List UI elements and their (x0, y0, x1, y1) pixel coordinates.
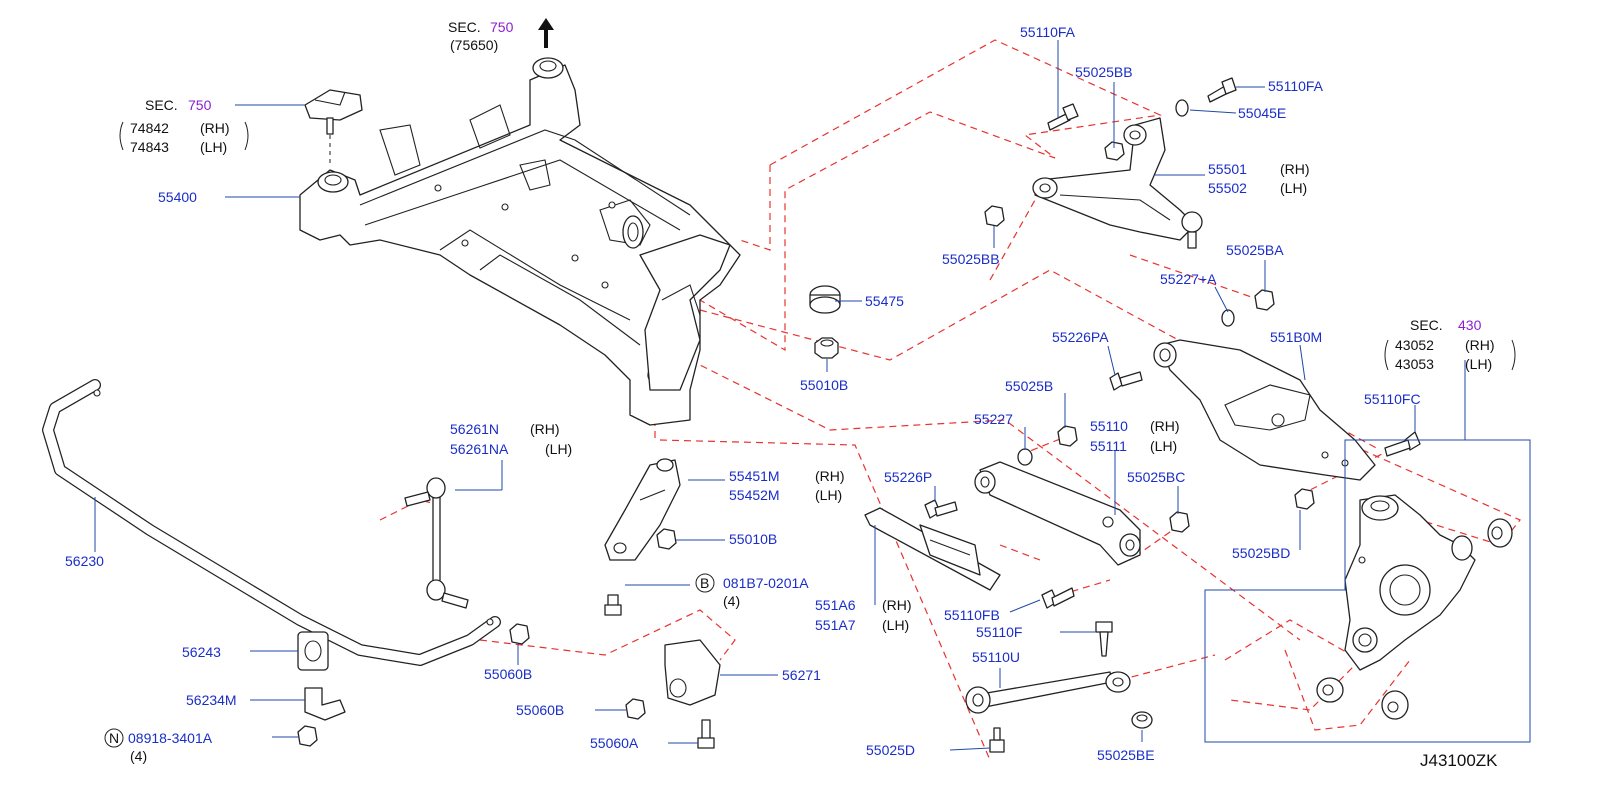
side-label: (LH) (200, 139, 227, 155)
quantity-label: (4) (130, 748, 147, 764)
stabilizer-link (404, 477, 469, 609)
part-number[interactable]: 55010B (729, 531, 777, 547)
section-prefix: SEC. (1410, 317, 1443, 333)
circle-b-icon (695, 573, 715, 593)
circle-b-label: B (700, 575, 709, 591)
part-number[interactable]: 081B7-0201A (723, 575, 809, 591)
section-ref[interactable]: 750 (490, 19, 514, 35)
part-number[interactable]: 56230 (65, 553, 104, 569)
part-number[interactable]: 55060B (484, 666, 532, 682)
diagram-code: J43100ZK (1420, 751, 1498, 770)
side-label: (RH) (200, 120, 230, 136)
section-ref[interactable]: 750 (188, 97, 212, 113)
rear-subframe (299, 57, 741, 426)
side-label: (RH) (1465, 337, 1495, 353)
leader-lines (94, 40, 1416, 751)
part-number[interactable]: 56234M (186, 692, 237, 708)
mount-bracket (304, 89, 363, 165)
circle-n-icon (104, 728, 124, 748)
bushing-knuckle-a (1487, 518, 1513, 548)
part-number[interactable]: 43053 (1395, 356, 1434, 372)
side-label: (RH) (882, 597, 912, 613)
part-number[interactable]: 08918-3401A (128, 730, 213, 746)
side-label: (LH) (545, 441, 572, 457)
part-number[interactable]: 55025BE (1097, 747, 1155, 763)
part-number[interactable]: 55025B (1005, 378, 1053, 394)
part-number[interactable]: 55010B (800, 377, 848, 393)
part-number[interactable]: 56261N (450, 421, 499, 437)
stabilizer-bar (42, 379, 501, 666)
part-number[interactable]: 74843 (130, 139, 169, 155)
side-label: (RH) (815, 468, 845, 484)
part-number[interactable]: 551A7 (815, 617, 856, 633)
up-arrow-icon (538, 18, 554, 48)
section-prefix: SEC. (145, 97, 178, 113)
plate-551a6 (864, 507, 1001, 591)
side-label: (LH) (1280, 180, 1307, 196)
part-number[interactable]: 55110 (1090, 418, 1128, 434)
part-number[interactable]: 55025BD (1232, 545, 1290, 561)
part-number[interactable]: 55227 (974, 411, 1013, 427)
part-number[interactable]: 55451M (729, 468, 780, 484)
side-label: (RH) (1150, 418, 1180, 434)
part-number[interactable]: 55045E (1238, 105, 1286, 121)
part-number[interactable]: 55111 (1090, 438, 1127, 454)
knuckle-group-frame (1204, 360, 1531, 743)
part-number[interactable]: 55110FA (1020, 24, 1076, 40)
stabilizer-bushing (297, 631, 329, 671)
part-number[interactable]: 55025BC (1127, 469, 1185, 485)
part-number[interactable]: 56261NA (450, 441, 509, 457)
upper-arm (1032, 117, 1203, 249)
side-label: (RH) (1280, 161, 1310, 177)
part-number[interactable]: 55226PA (1052, 329, 1109, 345)
part-number[interactable]: 551A6 (815, 597, 856, 613)
lower-arm-551b0m (1153, 339, 1376, 481)
side-label: (LH) (1150, 438, 1177, 454)
stabilizer-clamp (304, 687, 346, 721)
part-number[interactable]: 55110FA (1268, 78, 1324, 94)
bushing-knuckle-b (1316, 677, 1344, 703)
section-prefix: SEC. (448, 19, 481, 35)
part-number[interactable]: 55502 (1208, 180, 1247, 196)
bushing-knuckle-c (1381, 690, 1409, 720)
part-number[interactable]: 55501 (1208, 161, 1247, 177)
part-number[interactable]: 55110F (976, 624, 1022, 640)
nut-55010b-top (814, 337, 839, 359)
part-number[interactable]: 55025D (866, 742, 915, 758)
bushing-55475 (809, 285, 841, 314)
part-number[interactable]: 56271 (782, 667, 821, 683)
side-label: (LH) (815, 487, 842, 503)
part-number[interactable]: 55025BA (1226, 242, 1284, 258)
part-number[interactable]: 55025BB (942, 251, 1000, 267)
section-ref[interactable]: 430 (1458, 317, 1482, 333)
part-number[interactable]: 43052 (1395, 337, 1434, 353)
part-number[interactable]: 55227+A (1160, 271, 1217, 287)
quantity-label: (4) (723, 593, 740, 609)
part-number[interactable]: 55060B (516, 702, 564, 718)
part-number[interactable]: 55060A (590, 735, 639, 751)
part-number[interactable]: 551B0M (1270, 329, 1322, 345)
lower-link-55110 (974, 461, 1141, 566)
section-sub: (75650) (450, 37, 498, 53)
part-number[interactable]: 74842 (130, 120, 169, 136)
toe-link-55110u (965, 671, 1131, 714)
part-number[interactable]: 55110U (972, 649, 1020, 665)
part-number[interactable]: 55475 (865, 293, 904, 309)
rear-knuckle (1344, 494, 1476, 671)
part-number[interactable]: 55400 (158, 189, 197, 205)
mount-55451m (604, 458, 681, 561)
part-number[interactable]: 55452M (729, 487, 780, 503)
part-number[interactable]: 56243 (182, 644, 221, 660)
part-number[interactable]: 55226P (884, 469, 932, 485)
part-number[interactable]: 55025BB (1075, 64, 1133, 80)
part-number[interactable]: 55110FB (944, 607, 1000, 623)
side-label: (LH) (1465, 356, 1492, 372)
part-number[interactable]: 55110FC (1364, 391, 1421, 407)
circle-n-label: N (109, 730, 119, 746)
bracket-56271 (664, 639, 721, 706)
side-label: (LH) (882, 617, 909, 633)
side-label: (RH) (530, 421, 560, 437)
